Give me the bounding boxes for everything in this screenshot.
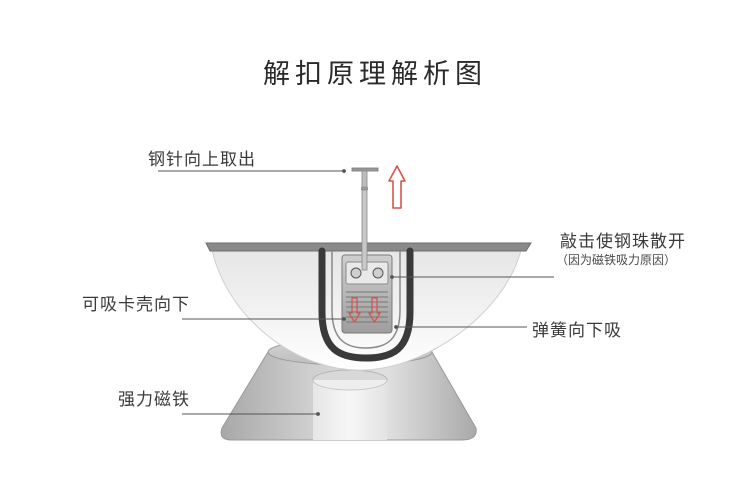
label-spring: 弹簧向下吸: [532, 321, 622, 341]
label-strike: 敲击使钢珠散开: [560, 232, 686, 252]
leader-lines: [158, 169, 554, 416]
magnet-base: [220, 338, 477, 441]
down-arrow-icon: [368, 297, 381, 323]
label-magnet: 强力磁铁: [118, 390, 190, 410]
label-pin: 钢针向上取出: [148, 150, 256, 170]
label-shell: 可吸卡壳向下: [82, 295, 190, 315]
diagram-title: 解扣原理解析图: [263, 59, 487, 90]
top-plate: [205, 242, 532, 252]
steel-pin: [351, 167, 379, 271]
label-strike-note: （因为磁铁吸力原因）: [556, 253, 677, 267]
up-arrow-icon: [388, 165, 406, 209]
down-arrow-icon: [348, 297, 361, 323]
